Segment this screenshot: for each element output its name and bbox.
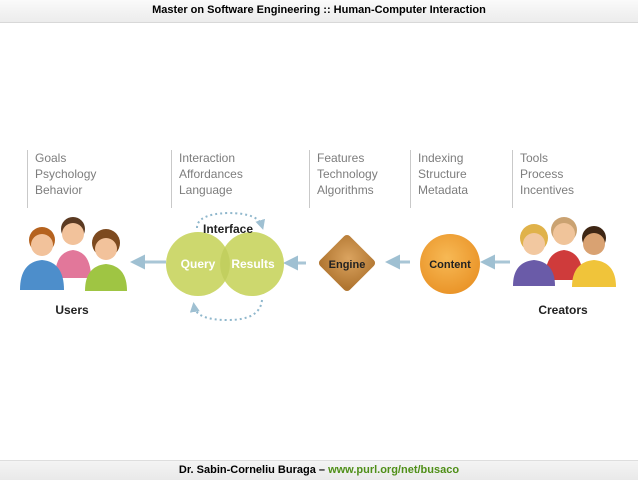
- creators-icon: [513, 217, 616, 287]
- list-item: Algorithms: [317, 183, 374, 197]
- page-title: Master on Software Engineering :: Human-…: [152, 4, 486, 16]
- list-item: Interaction: [179, 151, 236, 165]
- footer-bar: [0, 460, 638, 480]
- creators-label: Creators: [538, 303, 588, 317]
- content-traits-list: Indexing Structure Metadata: [410, 150, 468, 208]
- content-circle: [420, 234, 480, 294]
- users-label: Users: [55, 303, 89, 317]
- list-item: Affordances: [179, 167, 243, 181]
- users-traits-list: Goals Psychology Behavior: [27, 150, 96, 208]
- list-item: Behavior: [35, 183, 83, 197]
- query-label: Query: [181, 257, 216, 271]
- list-item: Structure: [418, 167, 467, 181]
- interface-traits-list: Interaction Affordances Language: [171, 150, 243, 208]
- list-item: Tools: [520, 151, 549, 165]
- list-item: Indexing: [418, 151, 464, 165]
- list-item: Incentives: [520, 183, 575, 197]
- query-circle: [166, 232, 230, 296]
- footer-author: Dr. Sabin-Corneliu Buraga –: [178, 464, 329, 476]
- list-item: Metadata: [418, 183, 469, 197]
- list-item: Psychology: [35, 167, 97, 181]
- results-label: Results: [231, 257, 275, 271]
- list-item: Goals: [35, 151, 67, 165]
- interface-label: Interface: [203, 222, 253, 236]
- list-item: Features: [317, 151, 365, 165]
- header-bar: [0, 0, 638, 23]
- content-label: Content: [429, 259, 471, 271]
- engine-traits-list: Features Technology Algorithms: [309, 150, 378, 208]
- creators-traits-list: Tools Process Incentives: [512, 150, 574, 208]
- loop-arrow-icon: [189, 299, 263, 322]
- list-item: Technology: [317, 167, 378, 181]
- list-item: Language: [179, 183, 233, 197]
- engine-diamond: [318, 234, 376, 292]
- list-item: Process: [520, 167, 564, 181]
- results-circle: [220, 232, 284, 296]
- footer: Dr. Sabin-Corneliu Buraga – www.purl.org…: [0, 464, 638, 476]
- footer-link[interactable]: www.purl.org/net/busaco: [328, 464, 460, 476]
- users-icon: [20, 217, 127, 291]
- engine-label: Engine: [329, 259, 366, 271]
